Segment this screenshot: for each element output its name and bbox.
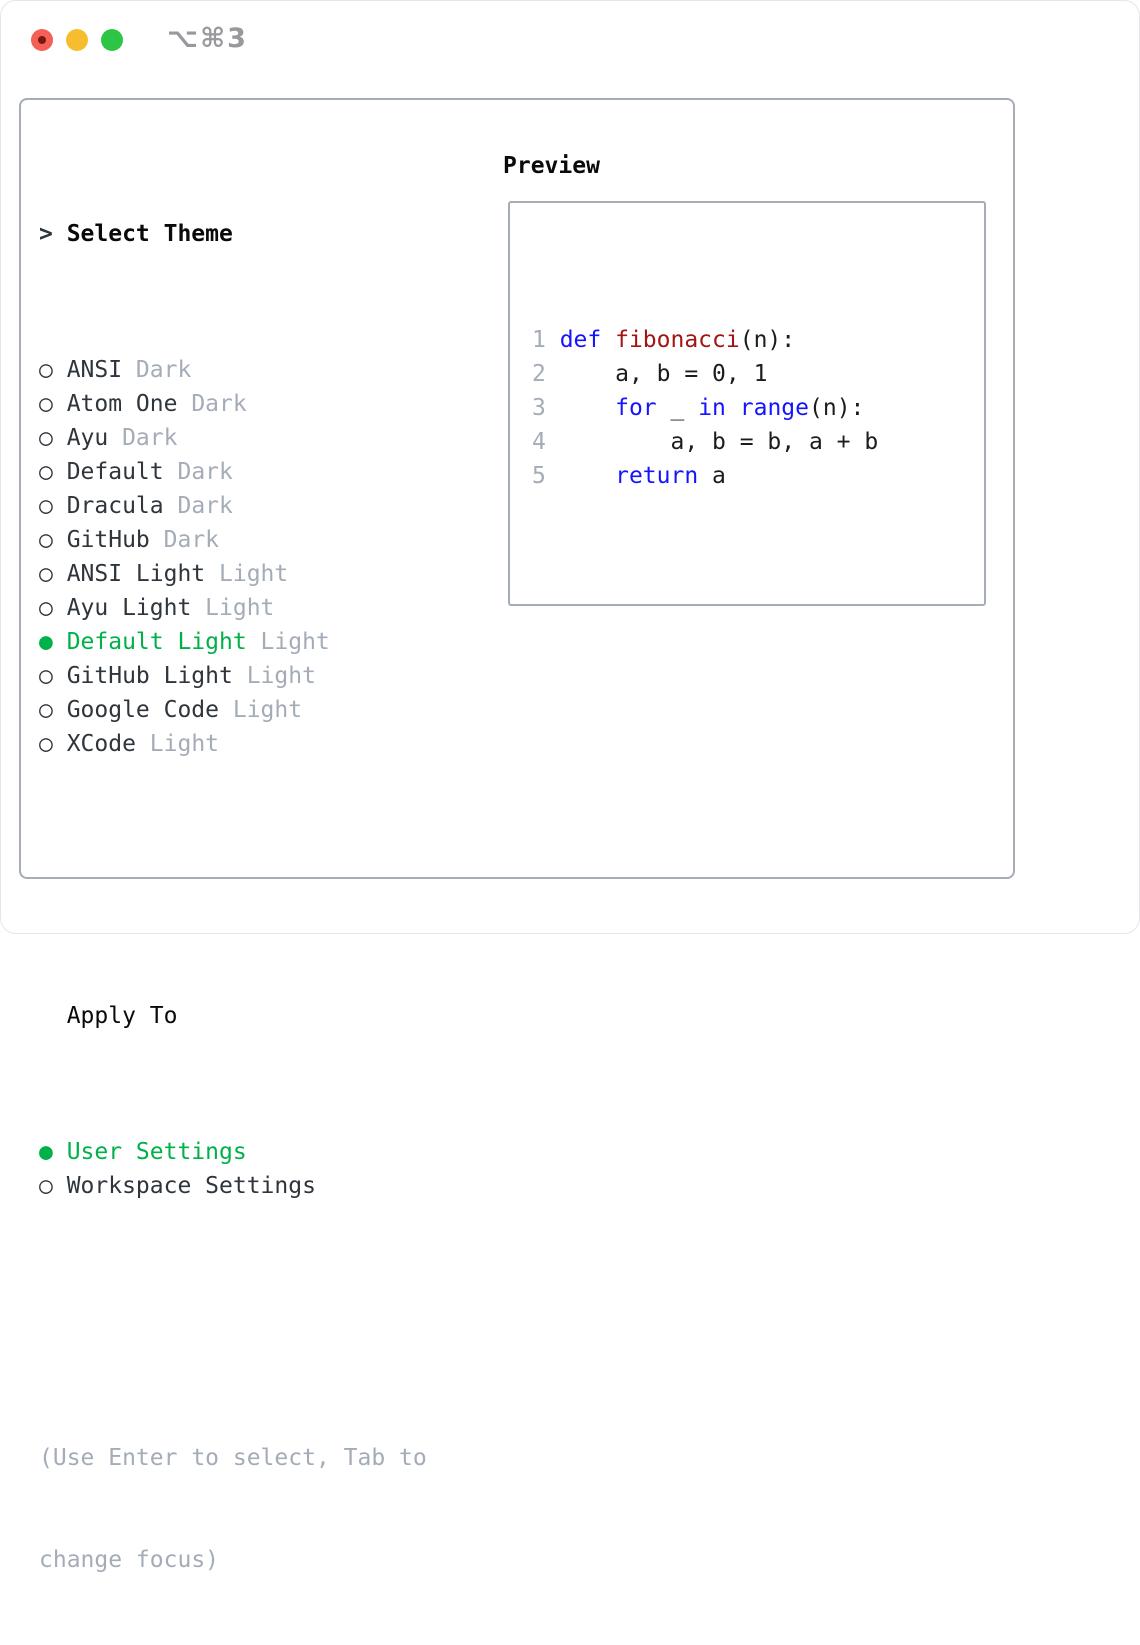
apply-to-list: ● User Settings ○ Workspace Settings xyxy=(39,1135,427,1203)
theme-item-variant: Light xyxy=(149,731,220,757)
theme-item-variant: Light xyxy=(260,629,330,655)
radio-icon: ○ xyxy=(39,595,53,621)
theme-item-name: ANSI xyxy=(66,357,123,383)
theme-item-variant: Dark xyxy=(163,527,220,553)
close-button[interactable] xyxy=(31,29,53,51)
radio-icon: ○ xyxy=(39,391,53,417)
code-line: 5 return a xyxy=(532,463,726,489)
theme-item-variant: Dark xyxy=(122,425,178,451)
theme-item[interactable]: ○ Default Dark xyxy=(39,455,427,489)
apply-to-option-label: User Settings xyxy=(66,1139,247,1165)
apply-to-option-label: Workspace Settings xyxy=(66,1173,316,1199)
theme-item-name: Dracula xyxy=(66,493,164,519)
radio-icon: ● xyxy=(39,1139,53,1165)
theme-item-variant: Dark xyxy=(177,459,233,485)
theme-item[interactable]: ○ Atom One Dark xyxy=(39,387,427,421)
theme-item[interactable]: ○ ANSI Light Light xyxy=(39,557,427,591)
apply-to-option[interactable]: ● User Settings xyxy=(39,1135,427,1169)
theme-item-variant: Light xyxy=(205,595,275,621)
radio-icon: ○ xyxy=(39,561,53,587)
code-line: 1 def fibonacci(n): xyxy=(532,327,796,353)
select-theme-header: > Select Theme xyxy=(39,217,427,251)
theme-item[interactable]: ○ Ayu Light Light xyxy=(39,591,427,625)
code-preview: 1 def fibonacci(n): 2 a, b = 0, 1 3 for _ … xyxy=(510,203,984,604)
radio-icon: ○ xyxy=(39,663,53,689)
apply-to-option[interactable]: ○ Workspace Settings xyxy=(39,1169,427,1203)
code-block: 1 def fibonacci(n): 2 a, b = 0, 1 3 for _ … xyxy=(532,323,984,493)
theme-item[interactable]: ○ Dracula Dark xyxy=(39,489,427,523)
theme-item-variant: Light xyxy=(246,663,316,689)
theme-item-name: Atom One xyxy=(66,391,178,417)
select-theme-title: Select Theme xyxy=(66,221,233,247)
theme-item-variant: Light xyxy=(219,561,289,587)
theme-item-name: Default xyxy=(66,459,164,485)
preview-title: Preview xyxy=(503,153,600,179)
minimize-button[interactable] xyxy=(66,29,88,51)
theme-item-name: XCode xyxy=(66,731,136,757)
hint-line-1: (Use Enter to select, Tab to xyxy=(39,1445,427,1471)
radio-icon: ○ xyxy=(39,357,53,383)
blank-line xyxy=(532,561,984,595)
apply-to-header: Apply To xyxy=(66,1003,178,1029)
radio-icon: ○ xyxy=(39,1173,53,1199)
theme-item[interactable]: ○ Google Code Light xyxy=(39,693,427,727)
theme-item[interactable]: ○ Ayu Dark xyxy=(39,421,427,455)
preview-box: 1 def fibonacci(n): 2 a, b = 0, 1 3 for _ … xyxy=(508,201,986,606)
radio-icon: ○ xyxy=(39,731,53,757)
theme-item-name: GitHub xyxy=(66,527,150,553)
code-line: 2 a, b = 0, 1 xyxy=(532,361,768,387)
traffic-lights xyxy=(31,29,123,51)
radio-icon: ○ xyxy=(39,493,53,519)
theme-item[interactable]: ○ GitHub Dark xyxy=(39,523,427,557)
spacer xyxy=(39,1305,427,1339)
hint-line-2: change focus) xyxy=(39,1547,220,1573)
radio-icon: ○ xyxy=(39,697,53,723)
radio-icon: ● xyxy=(39,629,53,655)
close-dot-icon xyxy=(38,36,46,44)
code-line: 4 a, b = b, a + b xyxy=(532,429,879,455)
theme-item-variant: Dark xyxy=(135,357,192,383)
theme-item-name: Ayu xyxy=(66,425,109,451)
theme-item[interactable]: ● Default Light Light xyxy=(39,625,427,659)
theme-item[interactable]: ○ XCode Light xyxy=(39,727,427,761)
theme-item[interactable]: ○ GitHub Light Light xyxy=(39,659,427,693)
spacer xyxy=(39,863,427,897)
theme-item-name: Ayu Light xyxy=(66,595,192,621)
theme-item-name: ANSI Light xyxy=(66,561,206,587)
code-line: 3 for _ in range(n): xyxy=(532,395,865,421)
theme-item-name: Default Light xyxy=(66,629,247,655)
radio-icon: ○ xyxy=(39,425,53,451)
theme-item-name: GitHub Light xyxy=(66,663,233,689)
zoom-button[interactable] xyxy=(101,29,123,51)
theme-item-name: Google Code xyxy=(66,697,220,723)
window-shortcut: ⌥⌘3 xyxy=(167,23,248,54)
selection-cursor-icon: > xyxy=(39,221,53,247)
radio-icon: ○ xyxy=(39,459,53,485)
theme-item-variant: Dark xyxy=(177,493,233,519)
radio-icon: ○ xyxy=(39,527,53,553)
theme-item-variant: Light xyxy=(232,697,303,723)
theme-item-variant: Dark xyxy=(191,391,247,417)
theme-item[interactable]: ○ ANSI Dark xyxy=(39,353,427,387)
